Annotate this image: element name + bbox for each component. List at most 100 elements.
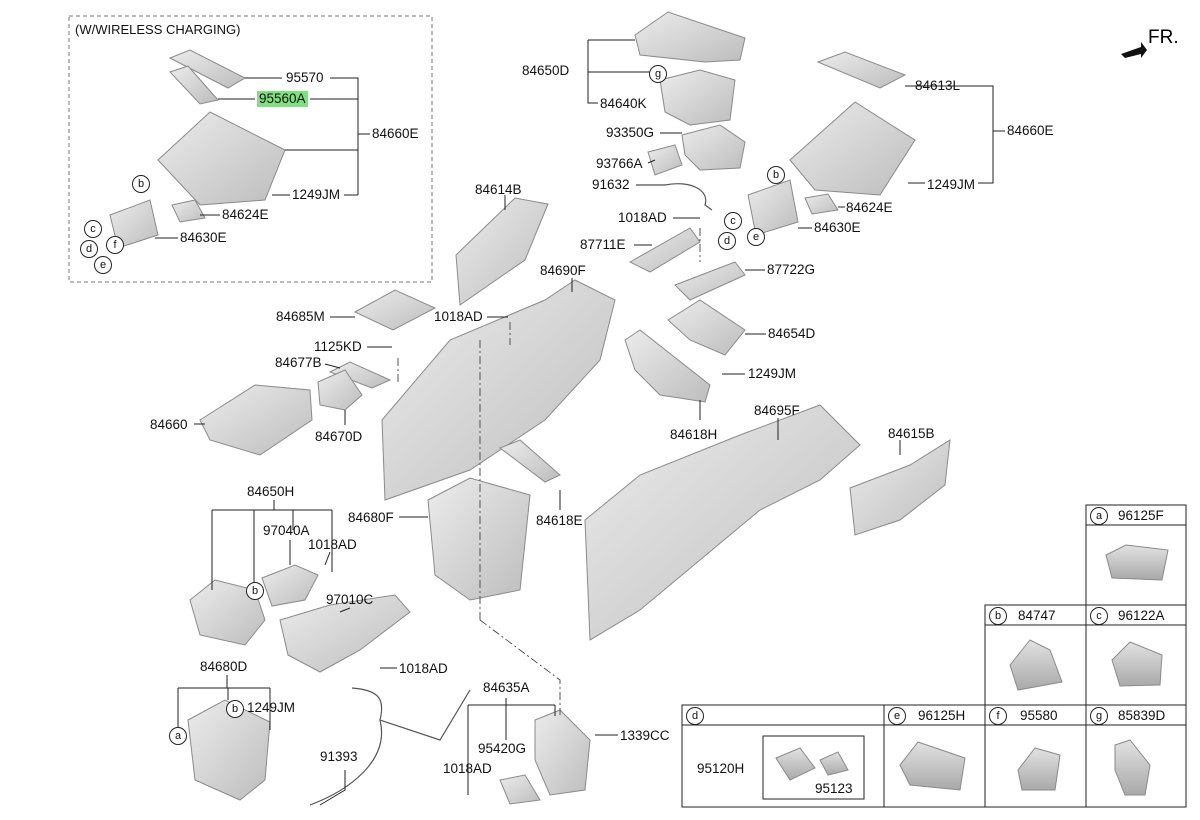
label-84654D: 84654D	[768, 326, 816, 341]
part-97010C	[279, 594, 411, 673]
label-1249JM-a: 1249JM	[292, 187, 341, 202]
label-84630E-a: 84630E	[180, 230, 227, 245]
front-arrow-icon	[1121, 42, 1147, 58]
legend-table	[681, 504, 1187, 808]
legend-part-95123	[819, 751, 849, 776]
label-84660: 84660	[150, 417, 188, 432]
legend-part-96125F	[1105, 544, 1169, 581]
label-91393: 91393	[320, 749, 358, 764]
label-84630E-b: 84630E	[814, 220, 861, 235]
part-84670D	[317, 369, 363, 411]
label-93350G: 93350G	[606, 125, 655, 140]
part-84615B	[849, 439, 951, 536]
label-84613L: 84613L	[915, 78, 961, 93]
part-97040A	[261, 564, 319, 607]
part-84677B	[328, 361, 392, 389]
label-91632: 91632	[592, 177, 630, 192]
callout-g: g	[649, 65, 667, 83]
callout-e-2: e	[747, 228, 765, 246]
callout-a: a	[169, 727, 187, 745]
label-97040A: 97040A	[263, 523, 310, 538]
label-84624E-b: 84624E	[846, 200, 893, 215]
label-1339CC: 1339CC	[620, 728, 670, 743]
part-84613L	[816, 51, 907, 89]
legend-part-85839D	[1114, 739, 1151, 796]
part-95560A	[169, 65, 219, 105]
callout-e-1: e	[94, 256, 112, 274]
label-1018AD-b: 1018AD	[434, 309, 483, 324]
callout-d-2: d	[718, 232, 736, 250]
legend-part-e: 96125H	[918, 708, 966, 723]
label-93766A: 93766A	[596, 156, 643, 171]
part-84690F	[381, 279, 616, 501]
part-84635A	[499, 774, 541, 805]
label-84635A: 84635A	[483, 680, 530, 695]
front-marker: FR.	[1148, 27, 1179, 48]
legend-callout-e: e	[888, 707, 906, 725]
label-84660E-a: 84660E	[372, 126, 419, 141]
label-1018AD-e: 1018AD	[443, 761, 492, 776]
part-84680D	[187, 699, 271, 801]
legend-part-96122A	[1111, 641, 1163, 687]
part-84660	[199, 384, 313, 456]
legend-part-f: 95580	[1020, 708, 1058, 723]
part-84618E	[498, 439, 561, 483]
label-97010C: 97010C	[326, 592, 374, 607]
label-95570: 95570	[286, 70, 324, 85]
callout-b-4: b	[226, 700, 244, 718]
part-84685M	[353, 289, 437, 331]
part-84650H	[189, 579, 266, 646]
label-87722G: 87722G	[767, 262, 816, 277]
label-84618H: 84618H	[670, 427, 718, 442]
label-84680F: 84680F	[348, 510, 394, 525]
legend-callout-f: f	[989, 707, 1007, 725]
label-95420G: 95420G	[478, 741, 527, 756]
callout-f-1: f	[106, 236, 124, 254]
harness-91393-lower	[309, 719, 383, 806]
legend-part-95580	[1017, 747, 1061, 791]
part-84624E-a	[171, 199, 206, 223]
label-84685M: 84685M	[276, 309, 325, 324]
label-84614B: 84614B	[475, 182, 522, 197]
part-87722G	[674, 261, 746, 301]
label-1249JM-d: 1249JM	[247, 700, 296, 715]
legend-part-g: 85839D	[1118, 708, 1166, 723]
label-1018AD-c: 1018AD	[308, 537, 357, 552]
part-84630E-b	[747, 179, 799, 236]
label-1249JM-b: 1249JM	[748, 366, 797, 381]
label-1249JM-c: 1249JM	[927, 177, 976, 192]
part-84654D	[667, 299, 746, 356]
label-84624E-a: 84624E	[222, 207, 269, 222]
label-1018AD-d: 1018AD	[399, 661, 448, 676]
label-1018AD-a: 1018AD	[618, 210, 667, 225]
callout-b-3: b	[246, 582, 264, 600]
legend-part-96125H	[899, 741, 966, 791]
harness-91393-upper	[351, 687, 471, 741]
legend-part-95120H	[775, 747, 816, 781]
callout-b-2: b	[767, 166, 785, 184]
legend-callout-a: a	[1090, 507, 1108, 525]
part-84618H	[624, 329, 711, 403]
part-87711E	[628, 227, 701, 273]
part-84614B	[455, 197, 549, 306]
label-84690F: 84690F	[540, 263, 586, 278]
part-84660E-b	[789, 101, 916, 196]
part-93350G	[681, 124, 746, 171]
wireless-box-title: (W/WIRELESS CHARGING)	[75, 22, 241, 37]
legend-callout-g: g	[1090, 707, 1108, 725]
part-84660E-a	[157, 111, 286, 206]
part-84640K	[659, 69, 736, 126]
legend-callout-d: d	[686, 707, 704, 725]
part-84650D	[634, 11, 746, 63]
callout-c-1: c	[84, 220, 102, 238]
label-1125KD: 1125KD	[314, 339, 362, 354]
harness-91632	[664, 183, 713, 211]
part-95420G	[534, 709, 591, 796]
label-84650H: 84650H	[247, 484, 295, 499]
label-84680D: 84680D	[200, 659, 248, 674]
legend-part-c: 96122A	[1118, 608, 1165, 623]
legend-part-a: 96125F	[1118, 508, 1164, 523]
label-84677B: 84677B	[275, 355, 322, 370]
